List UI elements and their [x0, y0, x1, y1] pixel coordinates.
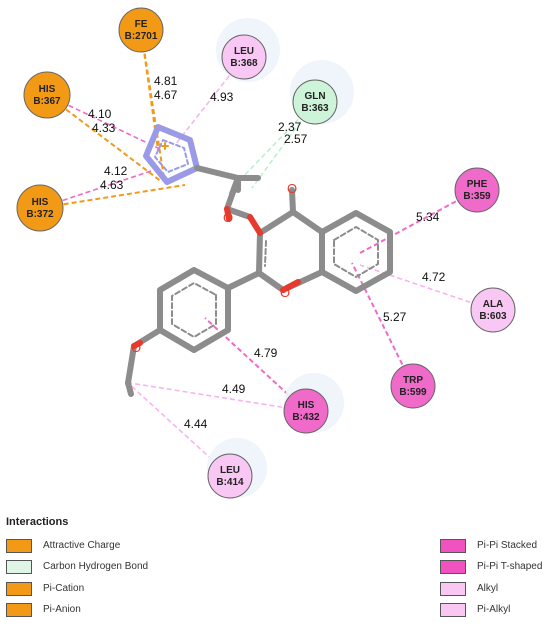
svg-text:HIS: HIS: [39, 84, 56, 95]
left-ring-inner: [171, 282, 217, 338]
distance-label: 4.44: [184, 417, 208, 431]
legend-title: Interactions: [6, 516, 69, 528]
svg-text:B:367: B:367: [33, 96, 61, 107]
svg-text:B:372: B:372: [26, 209, 54, 220]
distance-label: 4.67: [154, 88, 178, 102]
legend-label: Pi-Cation: [43, 583, 85, 594]
svg-text:B:432: B:432: [292, 412, 320, 423]
residues: FE B:2701 HIS B:367 HIS B:372 LEU B:368 …: [16, 7, 516, 499]
svg-text:B:368: B:368: [230, 58, 258, 69]
svg-text:PHE: PHE: [467, 179, 488, 190]
legend-label: Pi-Pi T-shaped: [477, 561, 543, 572]
svg-text:FE: FE: [135, 19, 148, 30]
distance-label: 4.81: [154, 74, 178, 88]
triazole-inner: [154, 139, 189, 173]
svg-text:B:603: B:603: [479, 311, 507, 322]
svg-text:ALA: ALA: [483, 299, 504, 310]
residue-his367: HIS B:367: [23, 71, 71, 119]
legend-label: Pi-Anion: [43, 604, 81, 615]
interaction-diagram: O O O O 4.81 4.67 4.93 4.10 4.33 2.37 2.…: [16, 7, 516, 499]
carbonyl-oxygen-label: O: [287, 181, 297, 196]
svg-text:B:414: B:414: [216, 477, 244, 488]
svg-text:B:359: B:359: [463, 191, 491, 202]
svg-text:B:599: B:599: [399, 387, 427, 398]
ring-oxygen-label: O: [280, 285, 290, 300]
ether-oxygen-label: O: [223, 210, 233, 225]
residue-gln363: GLN B:363: [290, 60, 354, 125]
svg-text:HIS: HIS: [32, 197, 49, 208]
legend-label: Attractive Charge: [43, 540, 121, 551]
distance-label: 5.34: [416, 210, 440, 224]
distance-label: 4.72: [422, 270, 446, 284]
residue-leu368: LEU B:368: [216, 18, 280, 82]
legend: Interactions Attractive Charge Carbon Hy…: [0, 510, 550, 629]
distance-label: 4.49: [222, 382, 246, 396]
legend-swatch: [440, 560, 466, 574]
distance-label: 5.27: [383, 310, 407, 324]
distance-label: 2.37: [278, 120, 302, 134]
svg-text:TRP: TRP: [403, 375, 423, 386]
legend-swatch: [6, 582, 32, 596]
legend-swatch: [440, 582, 466, 596]
legend-swatch: [440, 603, 466, 617]
legend-swatch: [6, 603, 32, 617]
line-his372-2: [39, 184, 186, 209]
line-his372-1: [39, 167, 161, 209]
line-trp599: [351, 262, 414, 387]
legend-label: Pi-Pi Stacked: [477, 540, 538, 551]
svg-text:B:363: B:363: [301, 103, 329, 114]
svg-text:GLN: GLN: [304, 91, 325, 102]
residue-fe: FE B:2701: [118, 7, 164, 53]
residue-phe359: PHE B:359: [454, 167, 500, 213]
residue-his432: HIS B:432: [283, 373, 344, 434]
residue-ala603: ALA B:603: [470, 287, 516, 333]
svg-text:LEU: LEU: [220, 465, 240, 476]
line-leu414: [127, 382, 231, 477]
distance-label: 4.93: [210, 90, 234, 104]
line-his367-1: [46, 94, 163, 151]
bonds: [125, 165, 393, 397]
pyrone-double: [264, 240, 267, 267]
legend-swatch: [440, 539, 466, 553]
legend-label: Carbon Hydrogen Bond: [43, 561, 149, 572]
line-phe359: [359, 189, 478, 254]
legend-label: Alkyl: [477, 583, 499, 594]
legend-label: Pi-Alkyl: [477, 604, 511, 615]
distance-label: 2.57: [284, 132, 308, 146]
ligand: O O O O: [125, 124, 393, 397]
svg-text:B:2701: B:2701: [125, 31, 158, 42]
legend-swatch: [6, 539, 32, 553]
distance-label: 4.63: [100, 178, 124, 192]
distance-label: 4.79: [254, 346, 278, 360]
svg-text:LEU: LEU: [234, 46, 254, 57]
svg-text:HIS: HIS: [298, 400, 315, 411]
cation-marker: [161, 142, 169, 150]
legend-swatch: [6, 560, 32, 574]
residue-leu414: LEU B:414: [207, 438, 267, 499]
methoxy-oxygen-label: O: [131, 340, 141, 355]
residue-his372: HIS B:372: [16, 184, 64, 232]
line-his367-2: [46, 94, 163, 183]
right-ring-inner: [333, 226, 379, 278]
distance-label: 4.12: [104, 164, 128, 178]
oxygen-atoms: [131, 206, 301, 349]
distance-label: 4.33: [92, 121, 116, 135]
distance-label: 4.10: [88, 107, 112, 121]
distance-labels: 4.81 4.67 4.93 4.10 4.33 2.37 2.57 4.12 …: [88, 74, 446, 431]
triazole-ring: [143, 124, 200, 185]
residue-trp599: TRP B:599: [390, 363, 436, 409]
line-his432-2: [129, 382, 307, 412]
